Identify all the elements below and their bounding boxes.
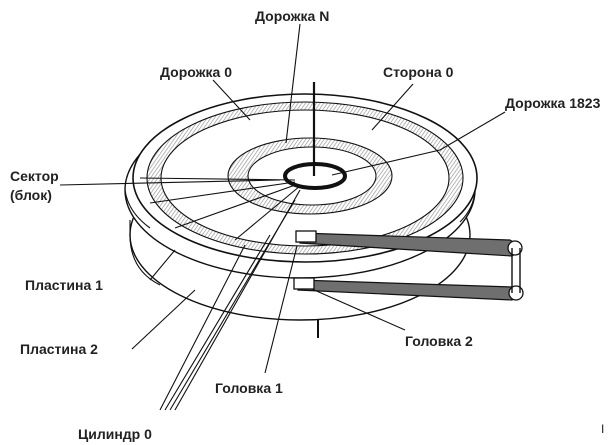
- label-track-n: Дорожка N: [255, 8, 329, 24]
- label-sector-line2: (блок): [10, 187, 52, 203]
- label-sector-line1: Сектор: [10, 168, 59, 184]
- label-head-2: Головка 2: [405, 333, 473, 349]
- label-head-1: Головка 1: [215, 380, 283, 396]
- label-platter-2: Пластина 2: [20, 341, 98, 357]
- label-track-1823: Дорожка 1823: [505, 95, 601, 111]
- sector-radials: [139, 177, 301, 241]
- platter-1-surface: [132, 93, 478, 263]
- label-track-0: Дорожка 0: [160, 64, 232, 80]
- label-platter-1: Пластина 1: [25, 277, 103, 293]
- label-side-0: Сторона 0: [383, 64, 454, 80]
- label-cylinder-0: Цилиндр 0: [78, 426, 152, 442]
- corner-mark: I: [601, 422, 604, 436]
- leader-lines: [59, 23, 506, 411]
